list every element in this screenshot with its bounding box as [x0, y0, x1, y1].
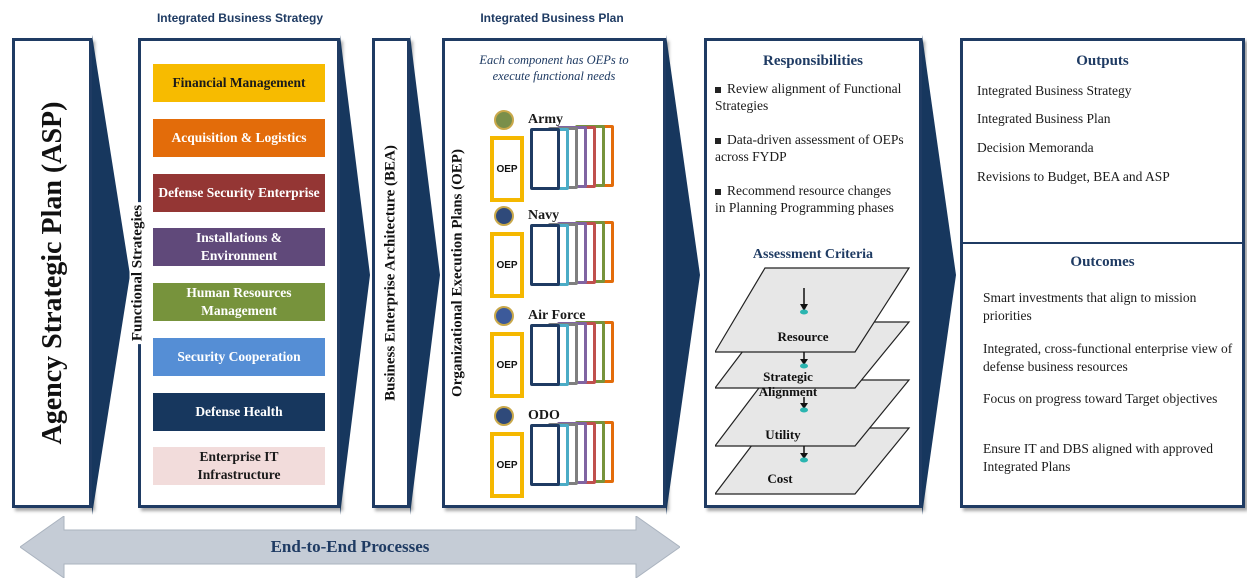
- functional-strategy-financial-management: Financial Management: [153, 64, 325, 102]
- bullet-icon: [715, 188, 721, 195]
- oep-card: [530, 224, 560, 287]
- functional-strategy-enterprise-it-infrastructure: Enterprise IT Infrastructure: [153, 447, 325, 485]
- functional-strategies-panel: [138, 38, 340, 508]
- outputs-divider: [963, 242, 1243, 244]
- oep-card: [530, 424, 560, 487]
- layer-cost-label: Cost: [767, 471, 793, 486]
- asp-label: Agency Strategic Plan (ASP): [37, 101, 68, 445]
- functional-strategy-human-resources-management: Human Resources Management: [153, 283, 325, 321]
- responsibilities-chevron: [922, 35, 956, 515]
- bea-chevron: [410, 35, 440, 515]
- bea-panel: [372, 38, 410, 508]
- outputs-title: Outputs: [1076, 53, 1129, 69]
- outcome-item: Focus on progress toward Target objectiv…: [983, 391, 1218, 406]
- asp-chevron: [92, 35, 130, 515]
- component-label: Air Force: [528, 308, 586, 323]
- layer-resource-label: Resource: [777, 329, 829, 344]
- responsibility-item: Review alignment of Functional Strategie…: [715, 81, 902, 113]
- outputs-outcomes-panel: [960, 38, 1245, 508]
- oep-label: Organizational Execution Plans (OEP): [449, 149, 466, 397]
- oep-front-card: OEP: [490, 136, 524, 202]
- layer-utility-label: Utility: [765, 427, 801, 442]
- outcome-item: Smart investments that align to mission …: [983, 290, 1197, 323]
- flow-arrow-icon: [800, 288, 808, 459]
- component-seal-icon: [494, 206, 514, 226]
- plan-chevron: [666, 35, 700, 515]
- output-item: Integrated Business Plan: [977, 111, 1111, 126]
- output-item: Integrated Business Strategy: [977, 83, 1132, 98]
- plan-caption: Each component has OEPs to execute funct…: [479, 53, 629, 83]
- component-seal-icon: [494, 306, 514, 326]
- responsibility-item: Recommend resource changes in Planning P…: [715, 183, 894, 215]
- layer-resource-shape: [715, 267, 911, 353]
- end-to-end-arrow: [20, 516, 680, 578]
- integrated-business-plan-header: Integrated Business Plan: [480, 11, 624, 25]
- outcomes-title: Outcomes: [1070, 254, 1135, 270]
- oep-front-card: OEP: [490, 232, 524, 298]
- oep-front-card: OEP: [490, 332, 524, 398]
- oep-card: [530, 128, 560, 191]
- functional-strategy-security-cooperation: Security Cooperation: [153, 338, 325, 376]
- bea-label: Business Enterprise Architecture (BEA): [382, 145, 399, 401]
- layer-alignment-label: Strategic Alignment: [758, 369, 818, 399]
- bullet-icon: [715, 86, 721, 93]
- functional-strategies-label: Functional Strategies: [129, 201, 147, 345]
- assessment-layers-diagram: [715, 267, 911, 495]
- functional-strategy-defense-security-enterprise: Defense Security Enterprise: [153, 174, 325, 212]
- functional-strategy-defense-health: Defense Health: [153, 393, 325, 431]
- component-label: ODO: [528, 408, 560, 423]
- component-seal-icon: [494, 110, 514, 130]
- strategy-chevron: [340, 35, 370, 515]
- assessment-criteria-title: Assessment Criteria: [752, 247, 874, 262]
- end-to-end-label: End-to-End Processes: [270, 537, 430, 556]
- bullet-icon: [715, 137, 721, 144]
- outcome-item: Ensure IT and DBS aligned with approved …: [983, 441, 1213, 474]
- responsibility-item: Data-driven assessment of OEPs across FY…: [715, 132, 904, 164]
- functional-strategy-acquisition-logistics: Acquisition & Logistics: [153, 119, 325, 157]
- outcome-item: Integrated, cross-functional enterprise …: [983, 341, 1233, 374]
- component-label: Navy: [528, 208, 560, 223]
- integrated-business-strategy-header: Integrated Business Strategy: [156, 11, 324, 25]
- oep-front-card: OEP: [490, 432, 524, 498]
- output-item: Decision Memoranda: [977, 140, 1094, 155]
- connector-dot-icon: [800, 309, 808, 463]
- component-label: Army: [528, 112, 563, 127]
- responsibilities-title: Responsibilities: [762, 53, 864, 69]
- output-item: Revisions to Budget, BEA and ASP: [977, 169, 1170, 184]
- functional-strategy-installations-environment: Installations & Environment: [153, 228, 325, 266]
- component-seal-icon: [494, 406, 514, 426]
- oep-card: [530, 324, 560, 387]
- asp-panel: [12, 38, 92, 508]
